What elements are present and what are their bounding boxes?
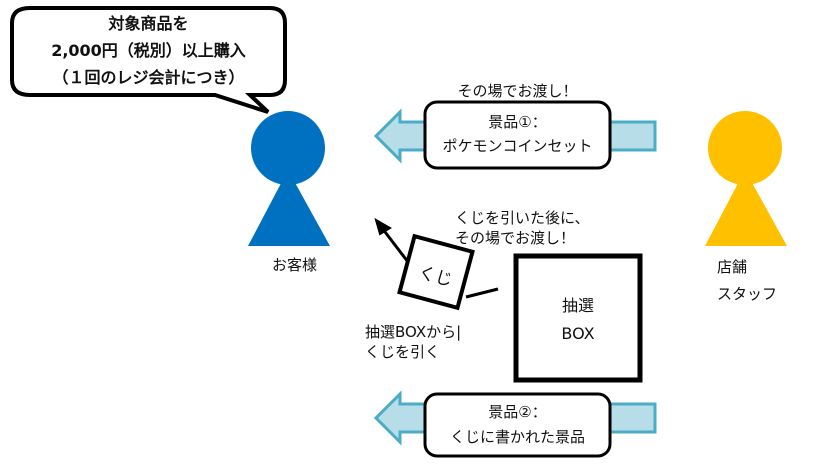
staff-head: [708, 111, 782, 185]
ticket-card: [397, 233, 475, 311]
draw-line: 抽選BOXから|: [365, 323, 462, 341]
prize1-text: 景品①： ポケモンコインセット: [425, 110, 610, 158]
bubble-line: 対象商品を: [108, 14, 189, 33]
lottery-box: [513, 253, 643, 383]
lottery-note-line: くじを引いた後に、: [455, 209, 590, 227]
lottery-box-line: BOX: [561, 324, 595, 343]
ticket-arrow-line: [380, 227, 410, 263]
prize1-line: 景品①：: [488, 113, 547, 131]
prize1-line: ポケモンコインセット: [442, 137, 593, 155]
staff-body: [705, 170, 787, 246]
lottery-note: くじを引いた後に、 その場でお渡し！: [455, 208, 590, 248]
bubble-text: 対象商品を 2,000円（税別）以上購入 （１回のレジ会計につき）: [12, 10, 285, 91]
lottery-box-line: 抽選: [561, 296, 594, 315]
draw-line: くじを引く: [365, 343, 441, 361]
speech-bubble: [10, 6, 287, 114]
customer-head: [251, 111, 325, 185]
customer-label: お客様: [272, 256, 318, 274]
staff-label: 店舗 スタッフ: [717, 254, 777, 308]
prize1-box: [423, 100, 612, 170]
ticket-arrow-head: [374, 217, 392, 236]
prize1-note: その場でお渡し！: [457, 82, 578, 100]
prize2-box: [423, 392, 612, 458]
draw-instruction: 抽選BOXから| くじを引く: [365, 322, 461, 362]
prize2-text: 景品②： くじに書かれた景品: [425, 400, 610, 450]
prize2-line: 景品②：: [488, 403, 547, 421]
prize2-line: くじに書かれた景品: [449, 428, 585, 446]
lottery-note-line: その場でお渡し！: [455, 229, 576, 247]
bubble-line: 2,000円（税別）以上購入: [51, 41, 246, 60]
ticket-draw-line: [465, 287, 499, 299]
bubble-line: （１回のレジ会計につき）: [52, 68, 245, 87]
staff-label-line: 店舗: [717, 258, 748, 276]
lottery-box-label: 抽選 BOX: [516, 292, 640, 348]
customer-body: [248, 170, 330, 246]
staff-label-line: スタッフ: [717, 285, 778, 303]
